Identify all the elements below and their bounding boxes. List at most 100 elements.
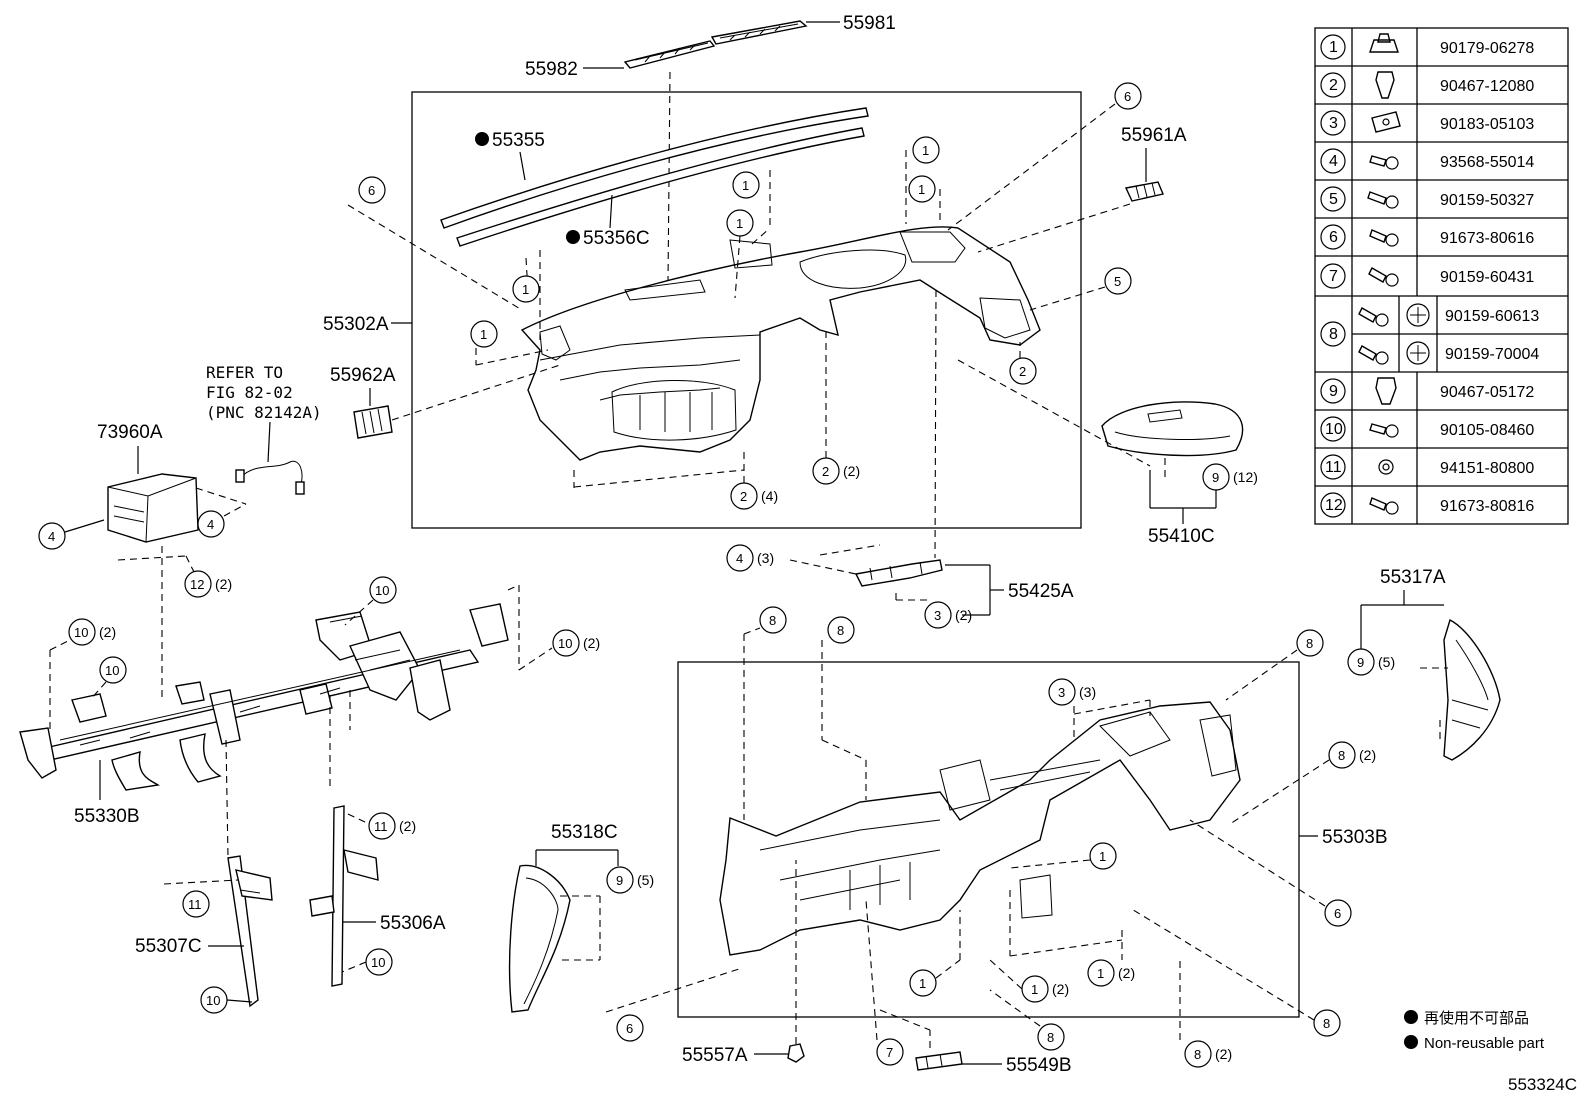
bolt-icon	[1358, 345, 1377, 361]
push-clip-icon	[1375, 377, 1397, 405]
callout-number: 7	[1329, 268, 1338, 285]
brace-55306A[interactable]	[309, 805, 379, 987]
screw-icon	[1369, 155, 1387, 167]
quantity-label: (2)	[843, 463, 860, 479]
callout-number: 8	[1323, 1016, 1330, 1031]
callout-circle	[1320, 416, 1346, 442]
refer-note-line: FIG 82-02	[206, 383, 293, 402]
callout-number: 7	[886, 1045, 893, 1060]
lower-panel-frame	[677, 661, 1300, 1018]
table-cell: 90159-60431	[1440, 269, 1534, 286]
callout-number: 8	[1194, 1047, 1201, 1062]
speaker-grille-55962A[interactable]	[353, 405, 393, 439]
callout-number: 2	[1329, 77, 1338, 94]
callout-circle	[1104, 267, 1132, 295]
callout-circle	[1320, 454, 1346, 480]
brace-55307C[interactable]	[227, 855, 273, 1008]
table-cell: 94151-80800	[1440, 460, 1534, 477]
callout-number: 5	[1114, 274, 1121, 289]
callout-group-beam: 10 (2) 10 10 10 (2)	[49, 576, 600, 730]
callout-circle	[1184, 1040, 1212, 1068]
table-cell: 90159-70004	[1445, 346, 1539, 363]
table-row: 10 90105-08460	[1320, 416, 1534, 442]
defroster-nozzle-55981[interactable]	[710, 20, 808, 45]
callout-circle	[99, 656, 127, 684]
quantity-label: (4)	[761, 488, 778, 504]
callout-circle	[68, 618, 96, 646]
part-label-55318C: 55318C	[551, 822, 618, 843]
callout-number: 1	[736, 216, 743, 231]
callout-number: 10	[74, 625, 88, 640]
callout-circle	[1347, 648, 1375, 676]
side-panel-55318C[interactable]	[508, 864, 571, 1013]
quantity-label: (2)	[583, 635, 600, 651]
callout-number: 6	[1334, 906, 1341, 921]
clip-55557A[interactable]	[787, 1043, 805, 1063]
glove-compartment-lid-55410C[interactable]	[1101, 401, 1244, 457]
callout-circle	[876, 1038, 904, 1066]
instrument-panel-55302A[interactable]	[520, 226, 1041, 461]
callout-number: 8	[1338, 748, 1345, 763]
table-cell: 90183-05103	[1440, 116, 1534, 133]
callout-circle	[184, 570, 212, 598]
callout-number: 1	[1031, 982, 1038, 997]
callout-circle	[552, 629, 580, 657]
table-row: 5 90159-50327	[1320, 186, 1534, 212]
speaker-grille-55961A[interactable]	[1124, 181, 1164, 202]
callout-number: 4	[48, 529, 55, 544]
dash-frame-55303B[interactable]	[719, 701, 1241, 956]
callout-circle	[1320, 378, 1346, 404]
callout-circle	[827, 616, 855, 644]
callout-number: 1	[1099, 849, 1106, 864]
callout-number: 10	[206, 993, 220, 1008]
bracket-55549B[interactable]	[915, 1051, 963, 1071]
callout-circle	[1320, 34, 1346, 60]
callout-number: 11	[188, 897, 202, 912]
bolt-icon	[1369, 229, 1387, 243]
callout-circle	[606, 866, 634, 894]
part-label-55355: 55355	[492, 130, 545, 151]
table-cell: 90159-50327	[1440, 192, 1534, 209]
table-row: 11 94151-80800	[1320, 454, 1534, 480]
clip-nut-icon	[1369, 33, 1399, 53]
weatherstrip-55355[interactable]	[440, 107, 869, 229]
bolt-icon	[1369, 423, 1387, 435]
quantity-label: (3)	[757, 550, 774, 566]
callout-circle	[1320, 148, 1346, 174]
legend: 再使用不可部品 Non-reusable part	[1404, 1009, 1545, 1052]
reinforcement-55330B[interactable]	[19, 603, 509, 791]
part-label-55982: 55982	[525, 59, 578, 80]
callout-circle	[726, 544, 754, 572]
screw-icon	[1367, 191, 1387, 205]
table-cell: 91673-80616	[1440, 230, 1534, 247]
callout-number: 6	[1329, 229, 1338, 246]
part-label-55410C: 55410C	[1148, 526, 1215, 547]
callout-circle	[1296, 629, 1324, 657]
table-row: 2 90467-12080	[1320, 71, 1534, 99]
table-row: 8 90159-60613 90159-70004	[1320, 303, 1539, 365]
callout-number: 9	[616, 873, 623, 888]
callout-number: 10	[558, 636, 572, 651]
defroster-nozzle-55982[interactable]	[623, 40, 716, 69]
part-label-55981: 55981	[843, 13, 896, 34]
side-panel-55317A[interactable]	[1443, 619, 1501, 761]
callout-number: 6	[626, 1021, 633, 1036]
wire-harness[interactable]	[235, 421, 305, 495]
callout-number: 5	[1329, 191, 1338, 208]
callout-circle	[1037, 1023, 1065, 1051]
legend-en: Non-reusable part	[1424, 1035, 1545, 1052]
bracket-55425A[interactable]	[854, 559, 943, 587]
part-label-55303B: 55303B	[1322, 827, 1388, 848]
weatherstrip-55356C[interactable]	[456, 127, 865, 247]
callout-circle	[1048, 678, 1076, 706]
callout-number: 4	[1329, 153, 1338, 170]
table-cell: 90159-60613	[1445, 308, 1539, 325]
callout-circle	[616, 1014, 644, 1042]
callout-circle	[358, 176, 386, 204]
callout-circle	[1089, 842, 1117, 870]
airbag-module-73960A[interactable]	[107, 473, 199, 543]
callout-number: 8	[1306, 636, 1313, 651]
callout-number: 11	[374, 819, 388, 834]
callout-circle	[759, 606, 787, 634]
quantity-label: (2)	[99, 624, 116, 640]
